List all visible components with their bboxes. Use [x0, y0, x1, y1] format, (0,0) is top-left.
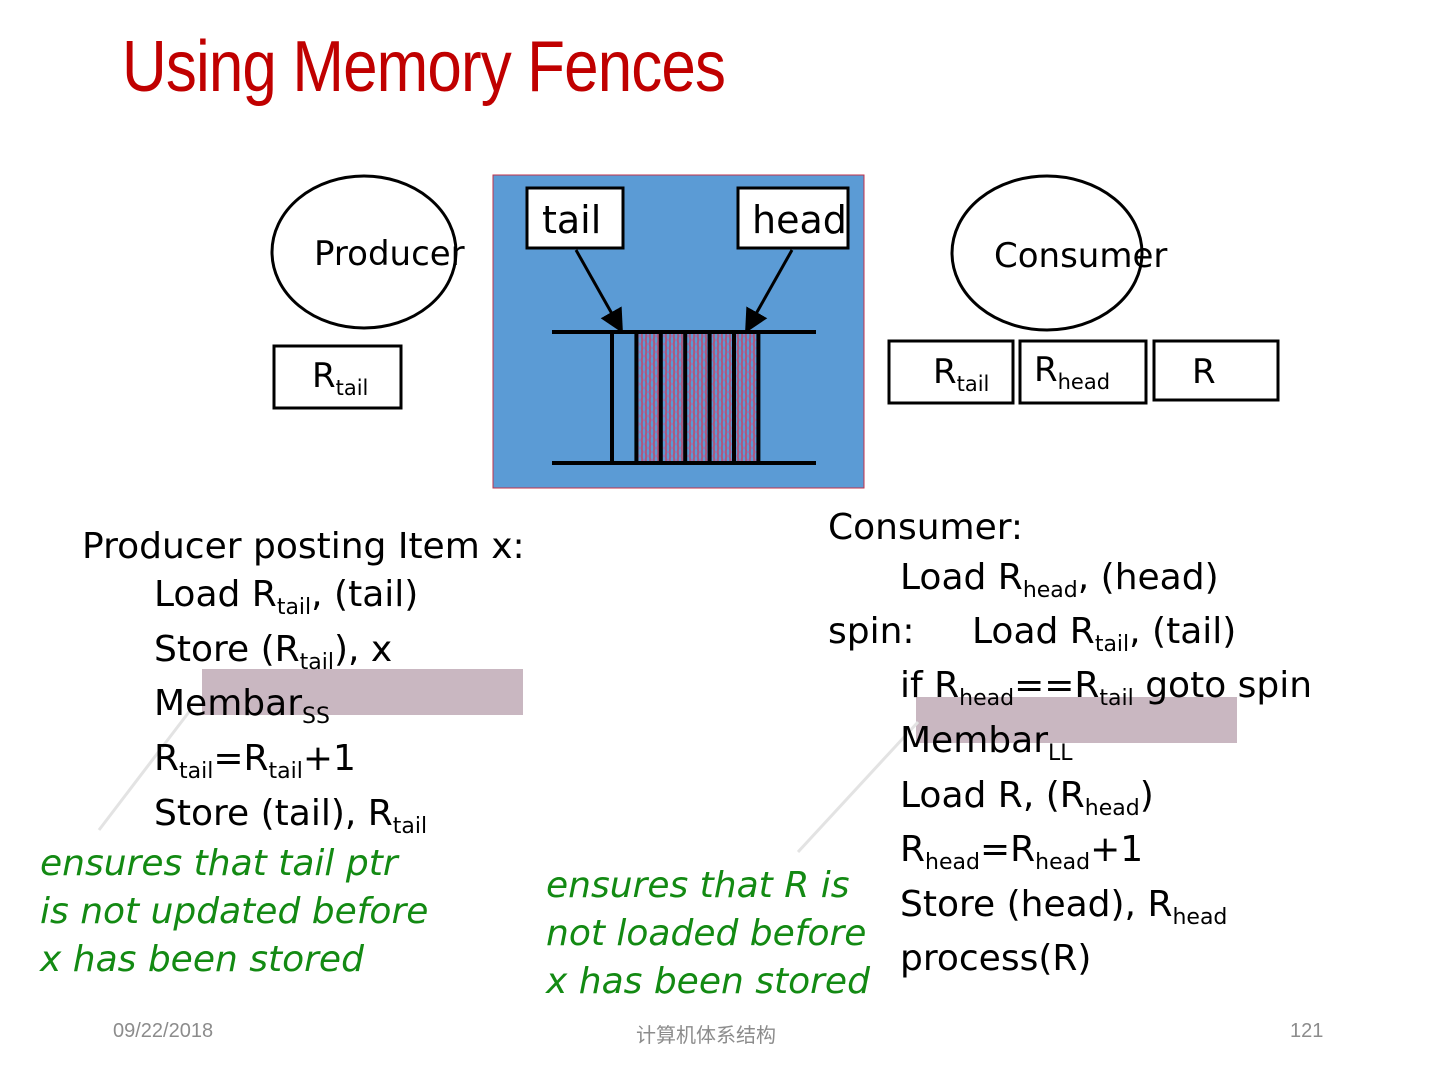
code-text: Store (head), R	[900, 884, 1173, 925]
membar-ss-highlight	[202, 669, 523, 715]
code-line: if Rhead==Rtail goto spin	[900, 665, 1313, 710]
membar-ll-highlight	[916, 697, 1237, 743]
note-line: is not updated before	[40, 891, 429, 932]
code-text: Store (tail), R	[154, 793, 393, 834]
footer-course: 计算机体系结构	[636, 1025, 776, 1047]
consumer-register-label: Rhead	[1034, 350, 1111, 394]
consumer-register-box	[887, 339, 1015, 405]
producer-note-pointer	[97, 707, 194, 831]
code-label: spin:	[828, 611, 915, 652]
queue-slot-filled	[685, 332, 710, 463]
note-line: not loaded before	[546, 913, 867, 954]
code-text: )	[1139, 775, 1154, 816]
footer-page-number: 121	[1290, 1020, 1324, 1042]
code-line: MembarLL	[900, 720, 1073, 765]
code-line: Store (tail), Rtail	[154, 793, 427, 838]
footer-date: 09/22/2018	[113, 1020, 214, 1042]
tail-pointer-label: tail	[542, 198, 602, 242]
code-subscript: tail	[392, 814, 428, 839]
code-subscript: tail	[1094, 632, 1130, 657]
code-text: =R	[213, 738, 269, 779]
note-line: ensures that R is	[546, 865, 850, 906]
code-line: Load Rhead, (head)	[900, 557, 1219, 602]
code-text: ==R	[1014, 665, 1100, 706]
consumer-label: Consumer	[994, 236, 1168, 276]
queue-slot-filled	[636, 332, 661, 463]
code-subscript: LL	[1048, 741, 1073, 766]
code-text: if R	[900, 665, 960, 706]
code-subscript: tail	[179, 759, 214, 784]
code-text: Load R	[900, 557, 1023, 598]
code-text: Load R	[154, 574, 277, 615]
producer-code-header: Producer posting Item x:	[82, 526, 525, 567]
tail-pointer-box	[525, 186, 625, 250]
consumer-node	[950, 174, 1144, 332]
code-subscript: tail	[1099, 686, 1134, 711]
code-text: Store (R	[154, 629, 300, 670]
code-text: Membar	[154, 683, 302, 724]
code-line: Rtail=Rtail+1	[154, 738, 356, 783]
consumer-register-label: Rtail	[933, 352, 990, 396]
head-pointer-label: head	[752, 198, 847, 242]
slide-title: Using Memory Fences	[122, 27, 726, 107]
code-text: R	[900, 829, 926, 870]
consumer-note: ensures that R is not loaded before x ha…	[546, 862, 870, 1006]
code-subscript: head	[1022, 578, 1078, 603]
code-line: Load Rtail, (tail)	[972, 611, 1237, 656]
code-text: Load R, (R	[900, 775, 1085, 816]
producer-note: ensures that tail ptr is not updated bef…	[40, 840, 428, 984]
code-subscript: tail	[268, 759, 303, 784]
code-text: ), x	[334, 629, 393, 670]
code-line: Load Rtail, (tail)	[154, 574, 419, 619]
code-text: process(R)	[900, 938, 1092, 979]
head-pointer-box	[736, 186, 850, 250]
code-subscript: head	[925, 850, 980, 875]
code-line: Rhead=Rhead+1	[900, 829, 1144, 874]
code-text: =R	[979, 829, 1036, 870]
code-text: +1	[1090, 829, 1144, 870]
code-text: R	[154, 738, 180, 779]
code-text: Membar	[900, 720, 1048, 761]
head-arrow	[745, 249, 794, 334]
producer-register-box	[272, 344, 403, 410]
code-subscript: SS	[302, 704, 330, 729]
code-line: Store (head), Rhead	[900, 884, 1227, 929]
code-line: Store (Rtail), x	[154, 629, 393, 674]
code-text: , (tail)	[311, 574, 419, 615]
code-line: process(R)	[900, 941, 1091, 977]
code-text: +1	[302, 738, 356, 779]
consumer-register-box	[1018, 339, 1148, 405]
note-line: ensures that tail ptr	[40, 843, 398, 884]
consumer-register-label: R	[1192, 352, 1216, 392]
queue-slot-filled	[709, 332, 734, 463]
code-text: , (tail)	[1129, 611, 1237, 652]
code-text: goto spin	[1133, 665, 1313, 706]
note-line: x has been stored	[546, 961, 870, 1002]
code-text: Load R	[972, 611, 1095, 652]
code-subscript: head	[1172, 905, 1228, 930]
queue-slot-filled	[660, 332, 686, 463]
queue-slots	[610, 332, 761, 463]
producer-register-label: Rtail	[312, 356, 369, 400]
code-subscript: head	[1035, 850, 1091, 875]
code-line: Load R, (Rhead)	[900, 775, 1154, 820]
note-line: x has been stored	[40, 939, 364, 980]
producer-node	[270, 174, 458, 330]
producer-label: Producer	[314, 234, 465, 274]
consumer-note-pointer	[796, 720, 920, 854]
tail-arrow	[574, 249, 623, 334]
code-subscript: tail	[276, 595, 312, 620]
code-subscript: head	[959, 686, 1015, 711]
consumer-code-header: Consumer:	[828, 507, 1024, 548]
code-line: MembarSS	[154, 683, 330, 728]
code-text: , (head)	[1077, 557, 1219, 598]
code-subscript: head	[1084, 796, 1140, 821]
code-subscript: tail	[299, 650, 334, 675]
consumer-register-box	[1152, 339, 1280, 402]
queue-slot-filled	[734, 332, 759, 463]
